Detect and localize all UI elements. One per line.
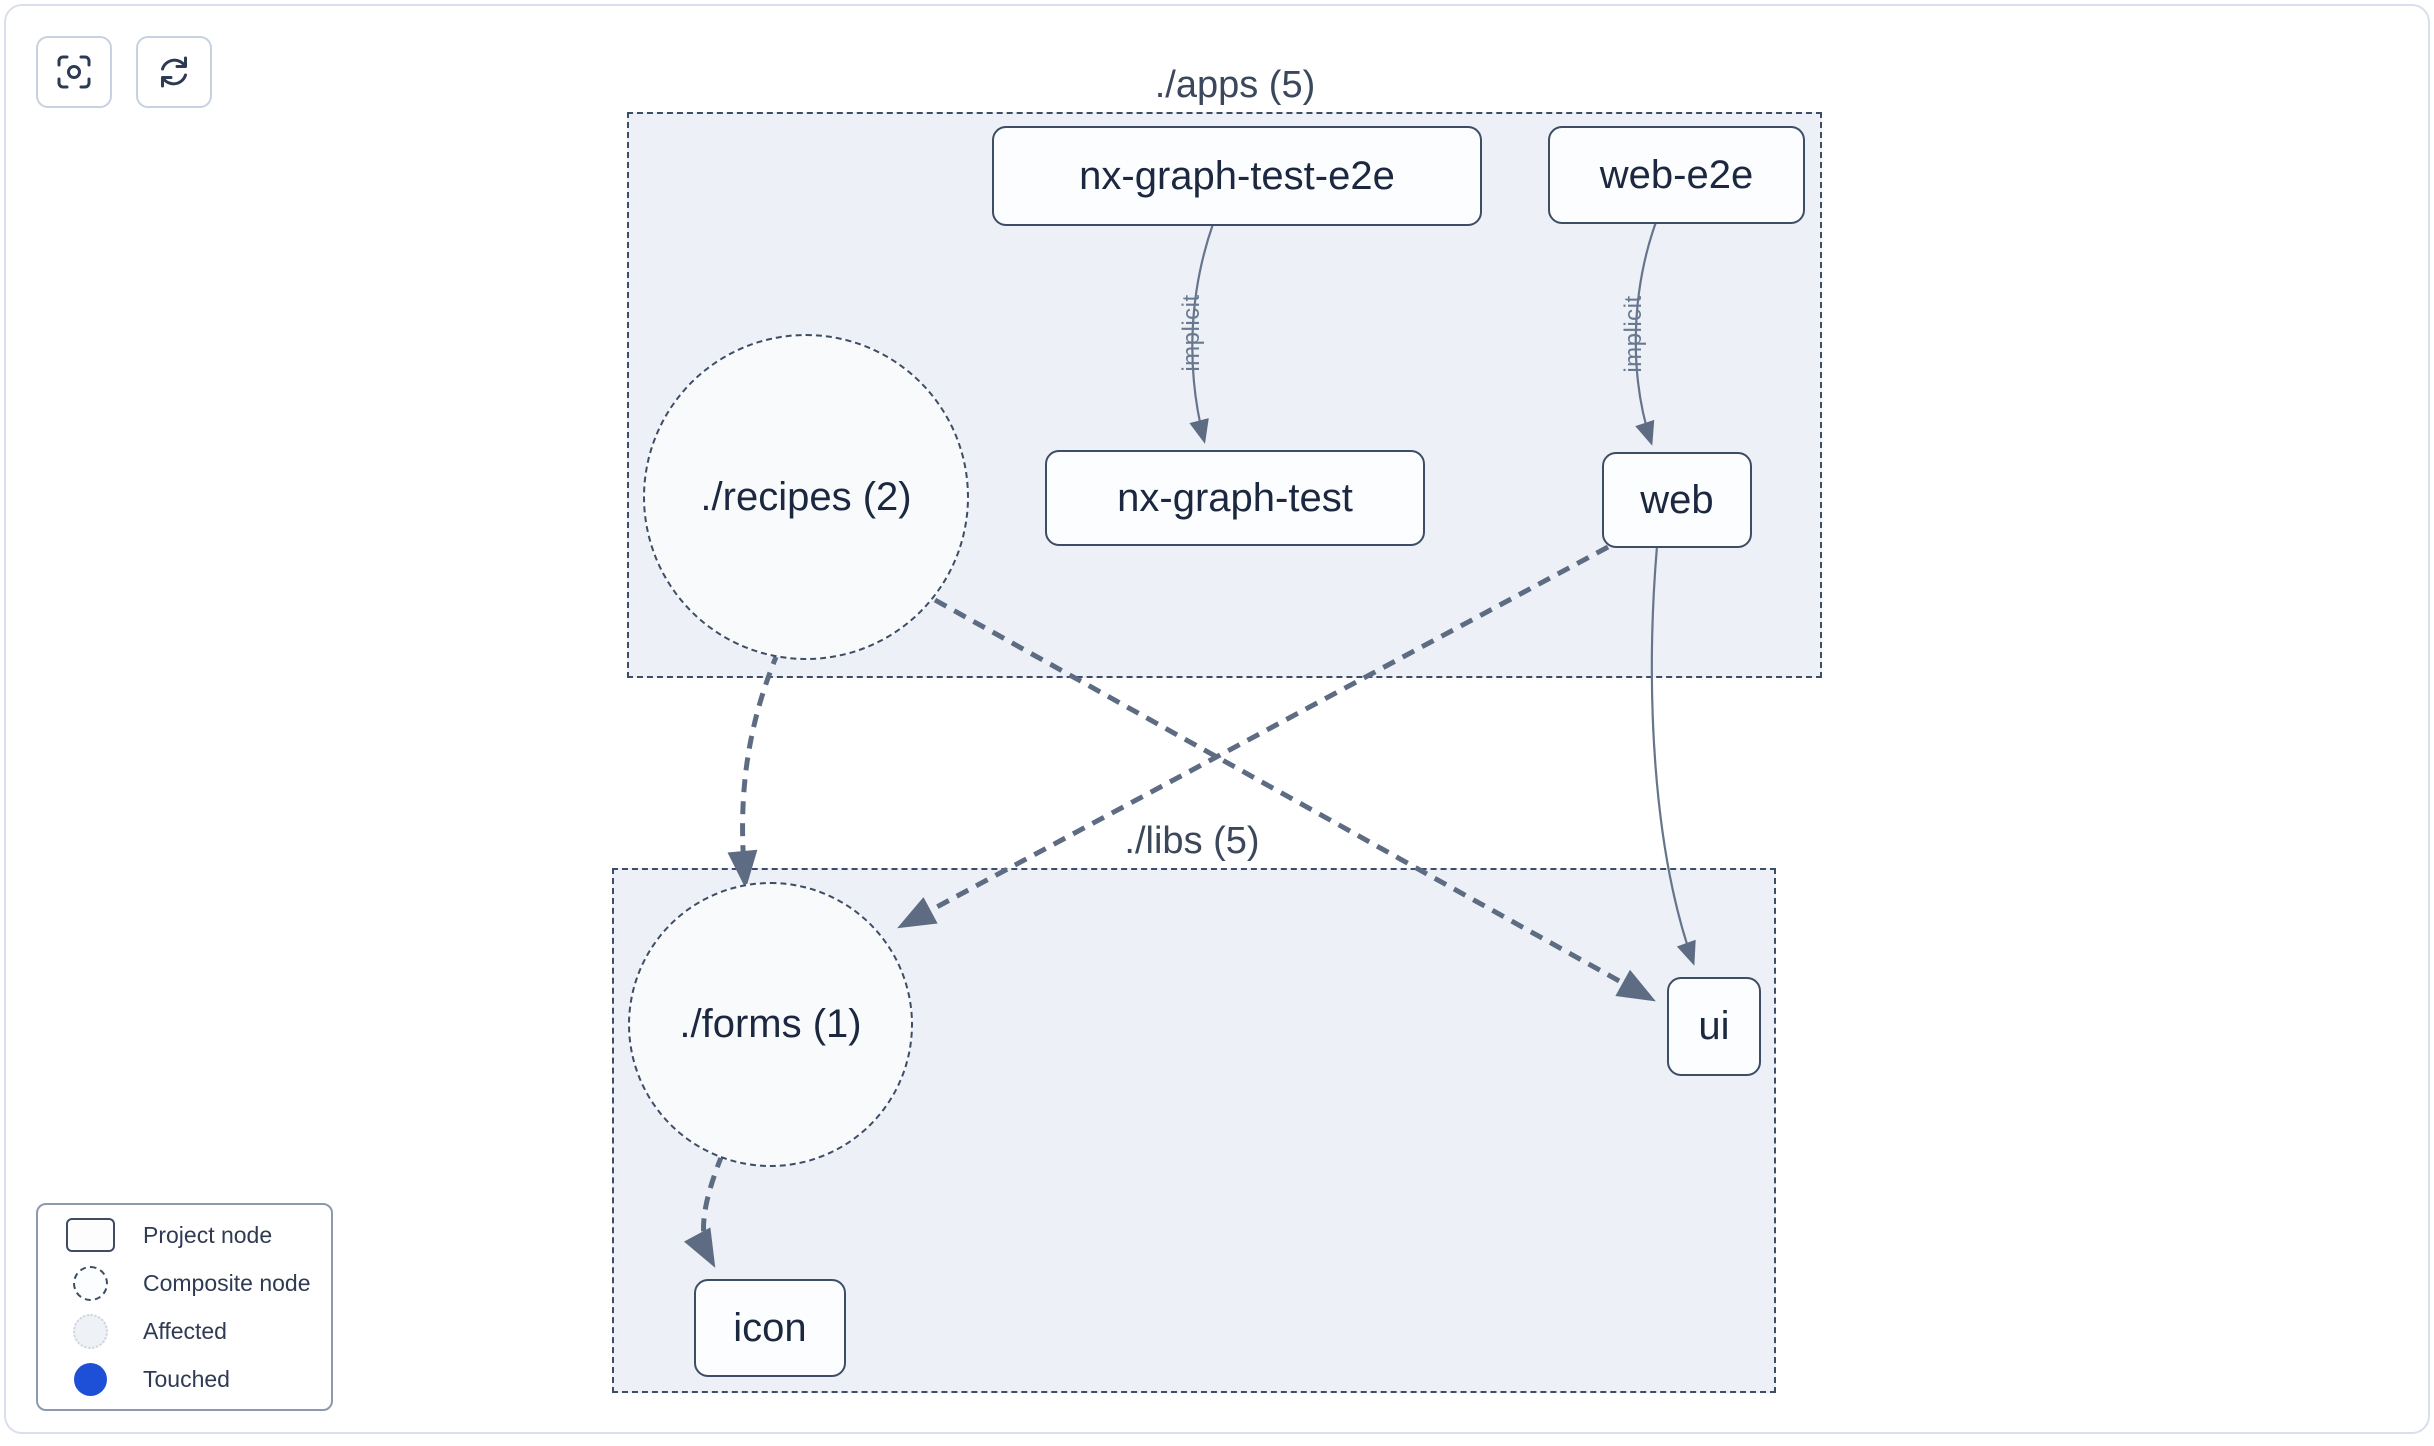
edge-label-implicit: implicit <box>1178 294 1205 372</box>
edge-web-e2e-to-web <box>1634 221 1658 446</box>
project-node-web-e2e[interactable]: web-e2e <box>1548 126 1805 224</box>
project-node-nx-graph-test-e2e[interactable]: nx-graph-test-e2e <box>992 126 1482 226</box>
touched-swatch-icon <box>74 1362 107 1396</box>
legend: Project node Composite node Affected Tou… <box>36 1203 333 1411</box>
crosshair-focus-icon <box>57 55 91 89</box>
legend-item-affected: Affected <box>38 1314 331 1350</box>
legend-item-touched: Touched <box>38 1362 331 1396</box>
legend-item-composite-node: Composite node <box>38 1265 331 1301</box>
project-node-web[interactable]: web <box>1602 452 1752 548</box>
project-node-ui[interactable]: ui <box>1667 977 1761 1076</box>
project-node-swatch-icon <box>66 1218 115 1253</box>
legend-label: Affected <box>143 1318 227 1345</box>
edge-nx-graph-test-e2e-to-nx-graph-test <box>1189 223 1215 444</box>
affected-swatch-icon <box>73 1314 108 1350</box>
legend-label: Project node <box>143 1221 273 1248</box>
legend-item-project-node: Project node <box>38 1218 331 1253</box>
project-node-icon[interactable]: icon <box>694 1279 846 1377</box>
refresh-button[interactable] <box>136 36 212 108</box>
edge-forms-to-icon <box>684 1154 725 1268</box>
refresh-icon <box>161 56 187 88</box>
zoom-to-fit-button[interactable] <box>36 36 112 108</box>
composite-node-swatch-icon <box>73 1265 108 1301</box>
composite-node-recipes[interactable]: ./recipes (2) <box>643 334 969 660</box>
project-node-nx-graph-test[interactable]: nx-graph-test <box>1045 450 1425 546</box>
edge-recipes-to-forms <box>727 651 781 889</box>
legend-label: Composite node <box>143 1269 311 1296</box>
edge-recipes-to-ui <box>933 597 1656 1002</box>
edge-web-to-forms <box>897 544 1610 929</box>
group-libs-label: ./libs (5) <box>1124 820 1260 862</box>
edge-label-implicit: implicit <box>1620 295 1647 373</box>
group-apps-label: ./apps (5) <box>1154 64 1316 106</box>
composite-node-forms[interactable]: ./forms (1) <box>628 882 913 1167</box>
edge-web-to-ui <box>1650 545 1696 966</box>
legend-label: Touched <box>143 1365 230 1392</box>
